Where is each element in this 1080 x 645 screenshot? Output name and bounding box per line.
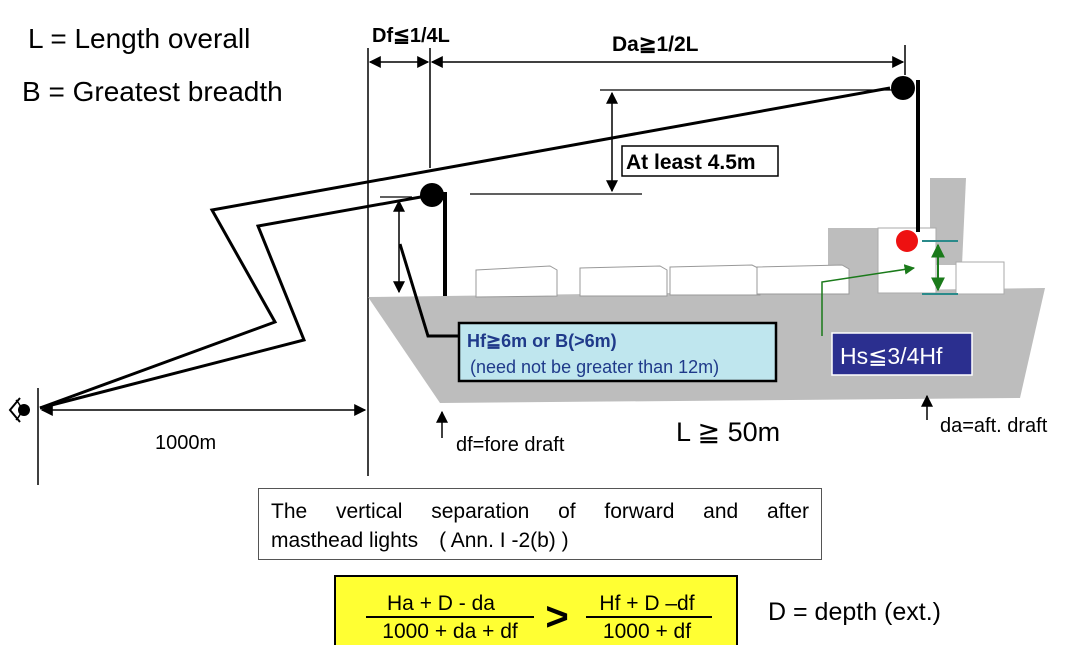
at-least-box	[621, 145, 779, 177]
description-line2: masthead lights ( Ann. I -2(b) )	[271, 529, 569, 552]
cargo-containers	[475, 264, 850, 298]
aft-house	[955, 261, 1005, 295]
formula-operator: >	[545, 595, 568, 639]
aft-masthead-light	[891, 76, 915, 100]
hs-rule-box	[831, 332, 973, 376]
sight-line-aft	[39, 86, 891, 410]
hf-rule-line2: (need not be greater than 12m)	[470, 357, 719, 377]
at-least-label: At least 4.5m	[626, 151, 756, 174]
container	[669, 264, 761, 296]
formula-left-denominator: 1000 + da + df	[382, 620, 518, 643]
breadth-definition: B = Greatest breadth	[22, 76, 283, 107]
distance-label: 1000m	[155, 432, 216, 454]
length-definition: L = Length overall	[28, 23, 250, 54]
formula-right-denominator: 1000 + df	[603, 620, 691, 643]
container	[475, 265, 558, 298]
formula-right-numerator: Hf + D –df	[599, 592, 694, 615]
funnel	[930, 178, 966, 265]
hf-rule-box	[457, 321, 778, 383]
observer-eye-icon	[8, 397, 30, 423]
depth-definition: D = depth (ext.)	[768, 598, 941, 626]
container	[579, 265, 668, 297]
length-rule-label: L ≧ 50m	[676, 417, 780, 447]
side-light	[896, 230, 918, 252]
hf-leader-line	[398, 243, 463, 338]
fore-draft-label: df=fore draft	[456, 434, 565, 456]
hf-rule-line1: Hf≧6m or B(>6m)	[467, 331, 617, 351]
container	[756, 264, 850, 295]
hs-rule-label: Hs≦3/4Hf	[840, 343, 943, 369]
aft-draft-label: da=aft. draft	[940, 415, 1048, 437]
formula-left-numerator: Ha + D - da	[387, 592, 495, 615]
df-rule-label: Df≦1/4L	[372, 25, 450, 47]
formula-box	[334, 575, 738, 645]
hs-leader-line	[821, 264, 916, 336]
da-rule-label: Da≧1/2L	[612, 33, 699, 56]
description-box: The vertical separation of forward and a…	[258, 488, 822, 560]
sight-line-fore	[39, 193, 433, 410]
description-line1: The vertical separation of forward and a…	[271, 500, 809, 523]
